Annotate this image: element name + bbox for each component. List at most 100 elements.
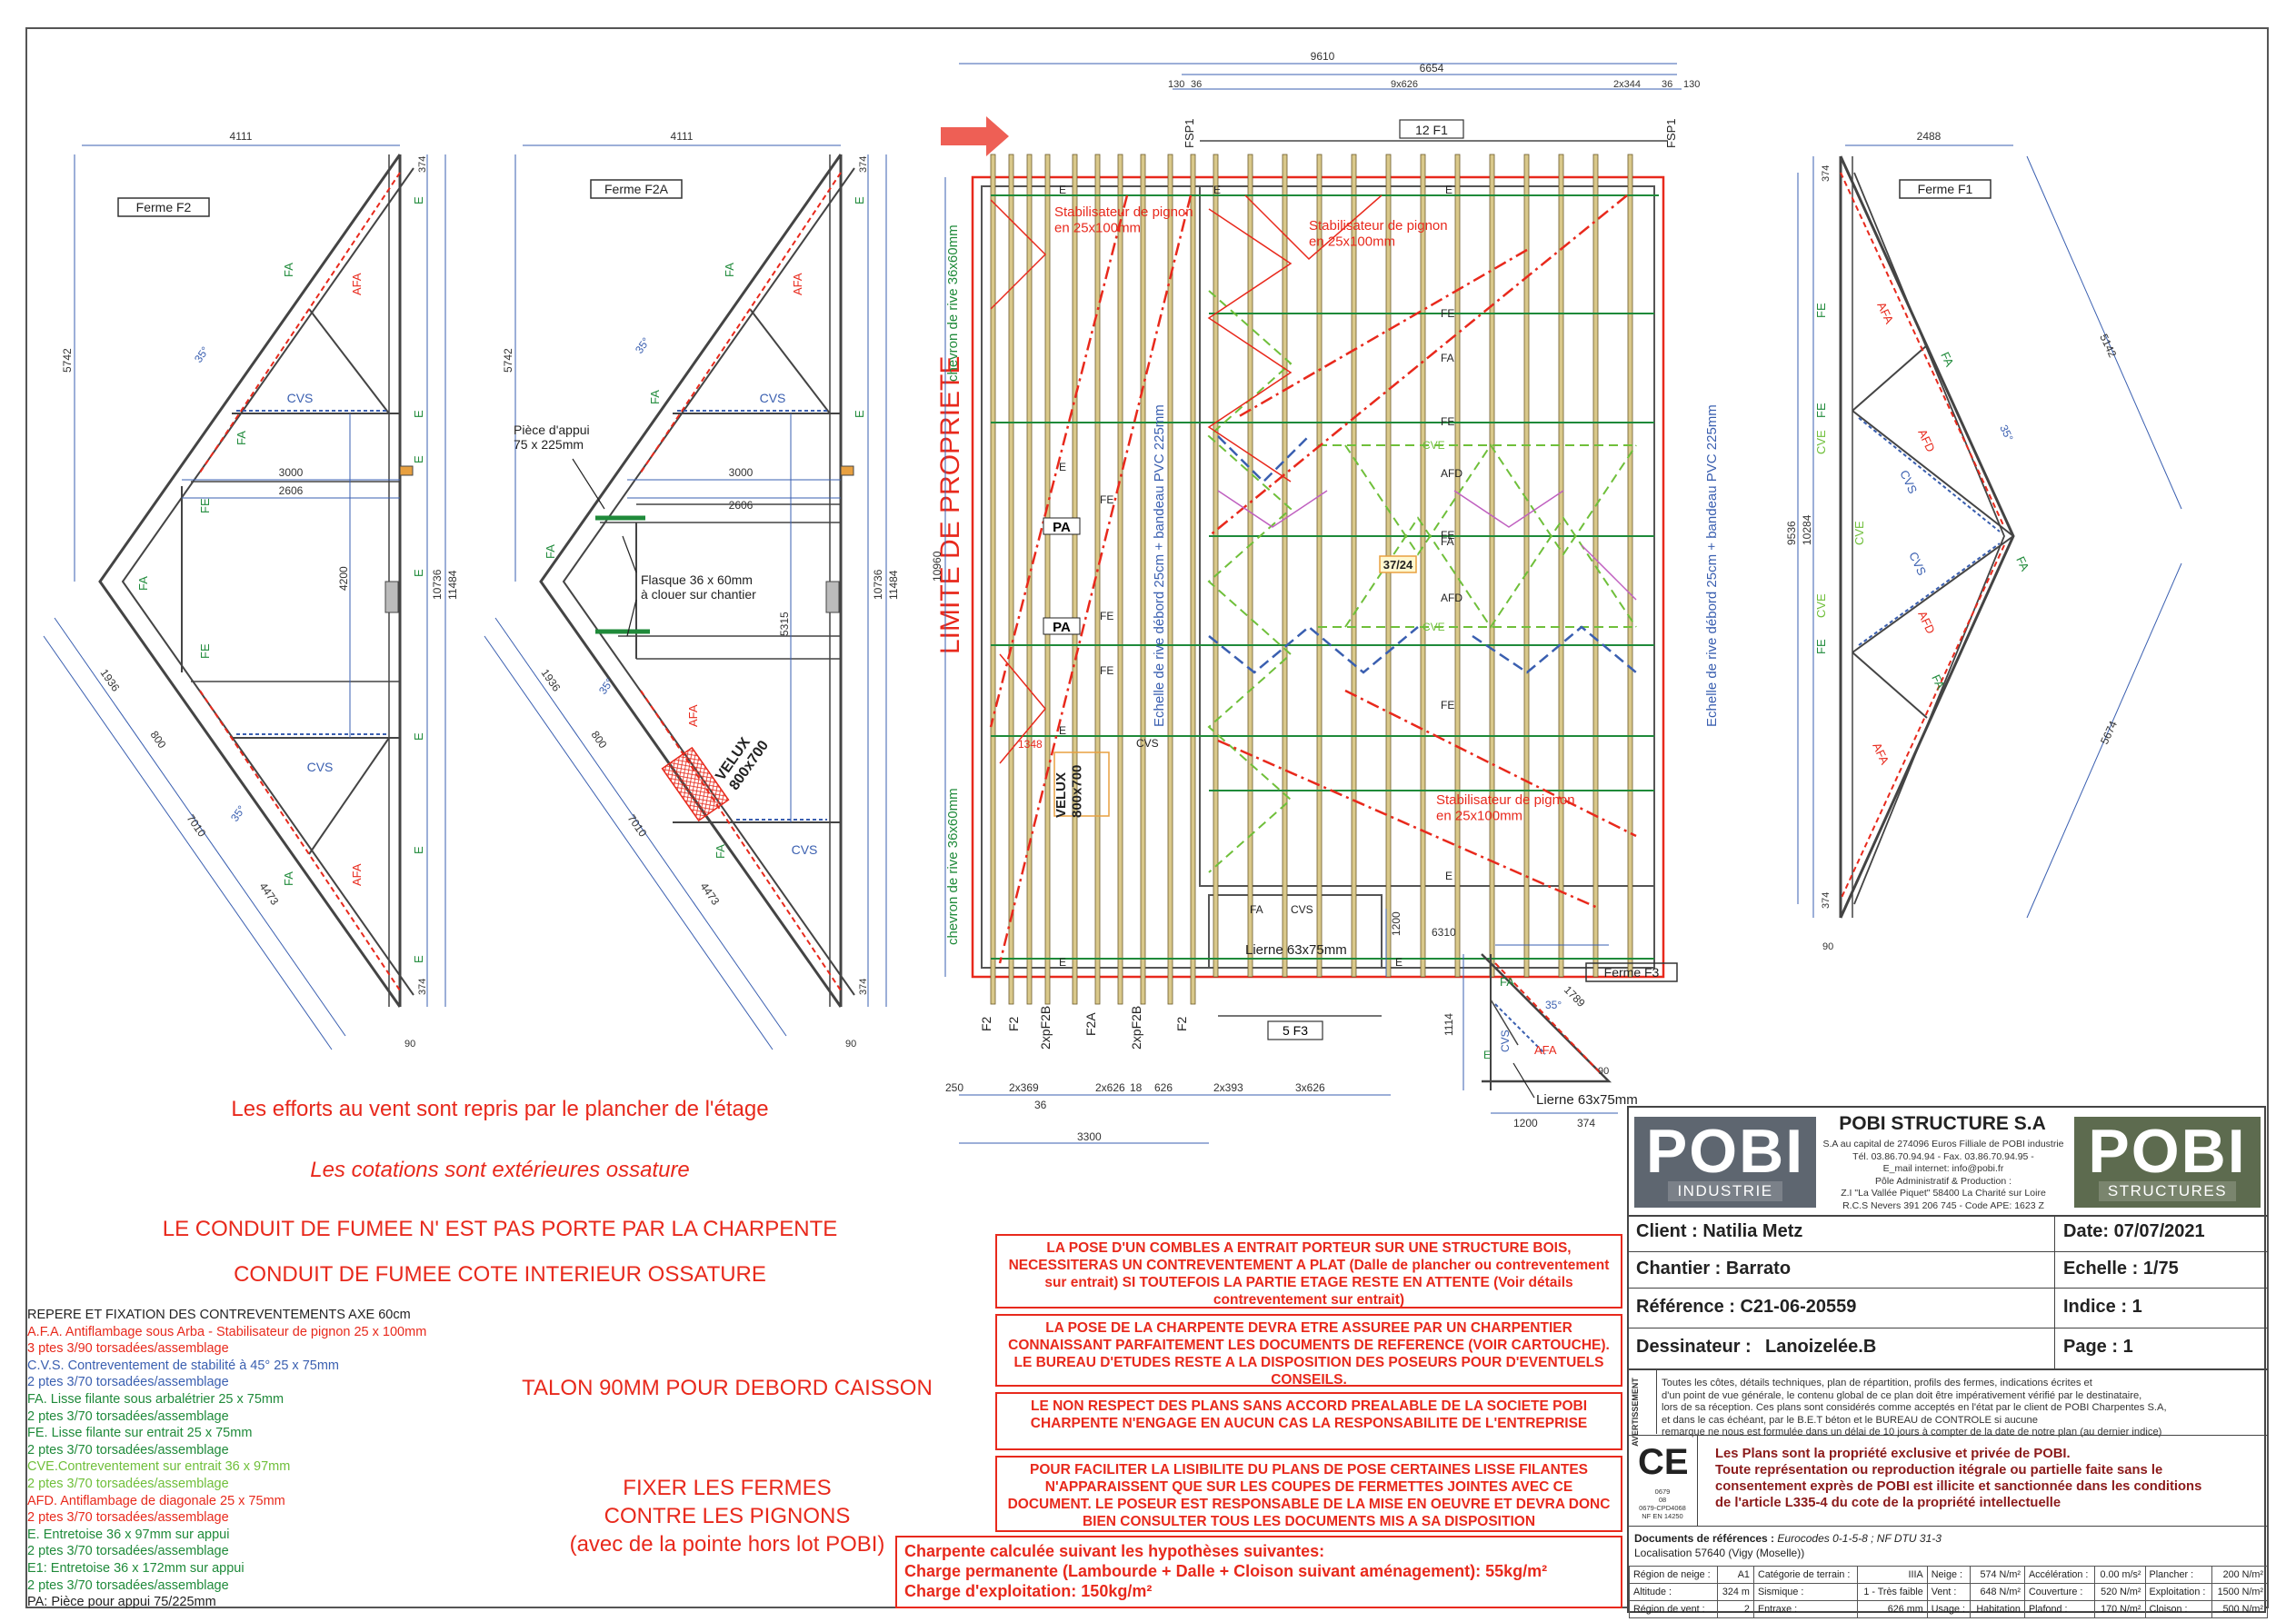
warning-box-lisibilite: POUR FACILITER LA LISIBILITE DU PLANS DE…	[995, 1456, 1622, 1532]
plan-stab1-text: Stabilisateur de pignon	[1054, 204, 1193, 220]
legend-item: 2 ptes 3/70 torsadées/assemblage	[27, 1442, 229, 1458]
plan-fa-2: FA	[1441, 535, 1454, 548]
f3-label-e: E	[1483, 1049, 1491, 1061]
legend-item: 2 ptes 3/70 torsadées/assemblage	[27, 1577, 229, 1593]
f2a-dim-mid: 5315	[778, 612, 791, 636]
f1-dim-h2: 9536	[1785, 521, 1798, 545]
arrow-icon	[941, 116, 1009, 156]
note-talon: TALON 90MM POUR DEBORD CAISSON	[522, 1376, 933, 1400]
disclaimer: Toutes les côtes, détails techniques, pl…	[1662, 1378, 2167, 1438]
f1-label-afd2: AFD	[1915, 609, 1938, 636]
plan-e-6: E	[1445, 870, 1452, 882]
f2a-label-fa3: FA	[544, 544, 557, 559]
parameter-label: Neige :	[1926, 1566, 1972, 1584]
plan-cve-1: CVE	[1423, 439, 1445, 452]
parameter-label: Région de neige :	[1629, 1566, 1718, 1584]
f2a-dim-foot: 90	[845, 1039, 856, 1050]
plan-lierne: Lierne 63x75mm	[1245, 942, 1347, 958]
f2a-angle-1: 35°	[633, 335, 653, 356]
plan-dim-r2: 1200	[1390, 911, 1403, 936]
ce-mark: CE	[1638, 1442, 1689, 1482]
f2a-label-e2: E	[853, 410, 866, 418]
rafter	[1420, 154, 1426, 978]
rafter	[1316, 154, 1323, 978]
parameter-label: Exploitation :	[2144, 1583, 2212, 1601]
plan-pa-1: PA	[1053, 520, 1071, 535]
rafter	[1558, 154, 1564, 978]
plan-e-3: E	[1059, 461, 1066, 473]
f2-label-cvs1: CVS	[287, 391, 314, 405]
plan-dim-d3: 9x626	[1391, 79, 1418, 90]
parameter-label: Usage :	[1926, 1600, 1972, 1618]
f3-label-cvs: CVS	[1499, 1030, 1512, 1052]
legend-item: A.F.A. Antiflambage sous Arba - Stabilis…	[27, 1324, 427, 1339]
f2a-dim-h1: 10736	[872, 569, 884, 600]
rafter	[1454, 154, 1461, 978]
legend-item: FE. Lisse filante sur entrait 25 x 75mm	[27, 1426, 253, 1441]
f1-dim-r2: 5674	[2098, 719, 2120, 746]
f2a-angle-2: 35°	[596, 676, 616, 697]
client: Client : Natilia Metz	[1636, 1221, 1803, 1241]
f2-dim-w2: 2606	[279, 484, 304, 497]
plan-e-8: E	[1213, 184, 1221, 196]
docs-value: Eurocodes 0-1-5-8 ; NF DTU 31-3	[1777, 1532, 1942, 1545]
f2-label-e2: E	[412, 410, 425, 418]
f2a-dim-w1: 3000	[729, 466, 754, 479]
echelle: Echelle : 1/75	[2063, 1259, 2179, 1279]
plan-fe-2: FE	[1441, 415, 1454, 428]
plan-dim-d2: 36	[1191, 79, 1202, 90]
plan-e-7: E	[1395, 956, 1403, 969]
parameter-value: 324 m	[1716, 1583, 1754, 1601]
note-conduit-1: LE CONDUIT DE FUMEE N' EST PAS PORTE PAR…	[162, 1217, 838, 1241]
legend-item: E1: Entretoise 36 x 172mm sur appui	[27, 1560, 245, 1576]
legend-item: FA. Lisse filante sous arbalétrier 25 x …	[27, 1391, 285, 1407]
f2-label-fa4: FA	[282, 871, 295, 886]
plan-velux-text-line-2: 800x700	[1069, 765, 1084, 818]
f1-label-afa2: AFA	[1870, 741, 1892, 767]
date: Date: 07/07/2021	[2063, 1221, 2205, 1241]
f2a-note-piece-appui-text-line-2: 75 x 225mm	[514, 437, 584, 452]
parameter-label: Entraxe :	[1752, 1600, 1858, 1618]
plan-chevron-rive-top: chevron de rive 36x60mm	[945, 224, 961, 382]
f2-label-afa2: AFA	[350, 863, 364, 886]
f2-label-cvs2: CVS	[307, 760, 334, 774]
plan-dim-d5: 36	[1662, 79, 1672, 90]
f1-label-afa1: AFA	[1874, 300, 1896, 326]
legend-item: 2 ptes 3/70 torsadées/assemblage	[27, 1544, 229, 1559]
plan-stab3-text: Stabilisateur de pignon	[1436, 792, 1575, 808]
parameter-label: Plancher :	[2144, 1566, 2212, 1584]
f2a-dim-top: 4111	[671, 130, 694, 143]
logo-pobi-industrie: POBI INDUSTRIE	[1634, 1117, 1816, 1208]
f2a-label-afa1: AFA	[791, 273, 804, 295]
f2a-dim-slope3: 7010	[625, 812, 650, 840]
legend-item: 2 ptes 3/70 torsadées/assemblage	[27, 1408, 229, 1424]
parameter-value: 0.00 m/s²	[2093, 1566, 2146, 1584]
plan-cve-2: CVE	[1423, 621, 1445, 633]
warning-box-non-respect: LE NON RESPECT DES PLANS SANS ACCORD PRE…	[995, 1392, 1622, 1450]
f2-label-e7: E	[412, 955, 425, 963]
f1-label-fe2: FE	[1814, 403, 1828, 418]
f2a-dim-left-height: 5742	[502, 348, 514, 373]
plan-stab1-text-line-2: en 25x100mm	[1054, 220, 1141, 235]
parameter-value: IIIA	[1856, 1566, 1928, 1584]
rafter	[1117, 154, 1123, 1005]
f2-label-fa3: FA	[136, 576, 150, 591]
legend-item: 2 ptes 3/70 torsadées/assemblage	[27, 1375, 229, 1390]
plan-afd-1: AFD	[1441, 467, 1462, 480]
f2-label-afa1: AFA	[350, 273, 364, 295]
plan-fe-3: FE	[1441, 529, 1454, 542]
f1-dim-foot: 90	[1822, 941, 1833, 952]
indice: Indice : 1	[2063, 1297, 2142, 1317]
plan-dim-d1: 130	[1168, 79, 1184, 90]
parameter-value: 170 N/m²	[2093, 1600, 2146, 1618]
plan-dim-b-b: 2x369	[1009, 1081, 1039, 1094]
plan-dim-b-e: 626	[1154, 1081, 1173, 1094]
f1-label-cvs1: CVS	[1897, 468, 1920, 496]
f2-dim-sm2: 374	[417, 979, 428, 995]
rafters	[990, 154, 1633, 1005]
plan-bottom-f2a: F2A	[1083, 1012, 1098, 1036]
f3-dim-d1: 1200	[1513, 1117, 1538, 1129]
